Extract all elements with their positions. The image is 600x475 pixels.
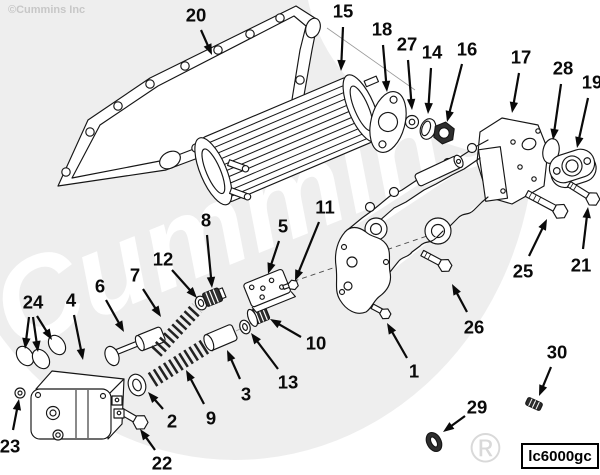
figure-code-text: lc6000gc xyxy=(528,447,592,465)
registered-mark-watermark: ® xyxy=(470,424,501,471)
callout-4: 4 xyxy=(66,290,85,360)
callout-label-17: 17 xyxy=(511,47,532,68)
callout-13: 13 xyxy=(251,333,298,393)
part-pin-30 xyxy=(525,397,543,411)
callout-label-5: 5 xyxy=(278,216,288,237)
part-plate-5 xyxy=(243,268,296,313)
callout-label-8: 8 xyxy=(201,210,211,231)
part-screw-11 xyxy=(282,279,299,291)
callout-label-2: 2 xyxy=(167,411,177,432)
callout-label-12: 12 xyxy=(153,249,174,270)
callout-label-14: 14 xyxy=(422,42,443,63)
callout-19: 19 xyxy=(575,72,600,148)
part-seal-2 xyxy=(127,373,147,397)
callout-9: 9 xyxy=(186,370,216,429)
callout-7: 7 xyxy=(130,265,161,317)
callout-label-13: 13 xyxy=(278,372,299,393)
callout-18: 18 xyxy=(372,19,393,92)
part-bolt-21 xyxy=(566,181,600,206)
callout-3: 3 xyxy=(227,350,251,405)
callout-label-22: 22 xyxy=(152,453,173,474)
callout-label-1: 1 xyxy=(409,361,419,382)
callout-25: 25 xyxy=(513,219,547,282)
part-plug-8 xyxy=(202,287,227,307)
callout-15: 15 xyxy=(333,1,354,71)
part-spring-9 xyxy=(147,337,214,387)
part-flange-19 xyxy=(548,148,597,189)
part-cover-4 xyxy=(30,370,125,441)
callout-27: 27 xyxy=(397,34,418,110)
callout-label-25: 25 xyxy=(513,261,534,282)
callout-29: 29 xyxy=(443,397,488,432)
core-mounting-studs xyxy=(227,159,252,201)
callout-label-18: 18 xyxy=(372,19,393,40)
callout-label-9: 9 xyxy=(206,408,216,429)
callout-1: 1 xyxy=(387,323,419,382)
callout-label-11: 11 xyxy=(315,197,335,218)
callout-label-19: 19 xyxy=(582,72,600,93)
callout-label-15: 15 xyxy=(333,1,354,22)
part-washer-13 xyxy=(239,319,251,335)
callout-11: 11 xyxy=(295,197,335,281)
callout-label-28: 28 xyxy=(553,58,574,79)
callout-label-7: 7 xyxy=(130,265,140,286)
part-washer-27 xyxy=(404,114,420,130)
callout-28: 28 xyxy=(550,58,574,140)
copyright-text: ©Cummins Inc xyxy=(8,4,86,16)
callout-5: 5 xyxy=(267,216,288,274)
callout-label-4: 4 xyxy=(66,290,77,311)
callout-2: 2 xyxy=(148,392,177,432)
callout-label-6: 6 xyxy=(95,276,105,297)
callout-10: 10 xyxy=(270,319,326,354)
figure-code-box: lc6000gc xyxy=(521,443,599,469)
callout-24: 24 xyxy=(22,292,52,352)
part-bolt-1 xyxy=(370,303,392,320)
part-oring-23 xyxy=(14,387,26,399)
part-piston-3 xyxy=(203,324,238,352)
callout-label-30: 30 xyxy=(547,342,568,363)
part-bolt-25 xyxy=(524,190,569,219)
callout-label-10: 10 xyxy=(306,333,327,354)
callout-8: 8 xyxy=(201,210,216,288)
callout-23: 23 xyxy=(0,399,22,457)
callout-label-24: 24 xyxy=(23,292,44,313)
callout-12: 12 xyxy=(153,249,197,298)
callout-label-26: 26 xyxy=(464,317,485,338)
part-orings-24 xyxy=(15,334,67,370)
callout-14: 14 xyxy=(422,42,443,114)
callout-label-16: 16 xyxy=(457,39,478,60)
callout-30: 30 xyxy=(539,342,568,396)
housing-tube-boss xyxy=(414,154,464,187)
callout-20: 20 xyxy=(186,5,212,55)
callout-26: 26 xyxy=(452,284,484,338)
callout-17: 17 xyxy=(509,47,532,113)
callout-label-20: 20 xyxy=(186,5,207,26)
part-housing-17 xyxy=(334,117,549,314)
callout-16: 16 xyxy=(445,39,478,122)
part-flange-gasket-18 xyxy=(369,91,407,153)
part-plunger-6 xyxy=(104,326,166,367)
housing-ear-bosses xyxy=(364,217,452,245)
part-oring-29 xyxy=(425,432,443,452)
part-hex-plug-16 xyxy=(433,121,455,145)
part-bolt-26 xyxy=(420,249,453,273)
callout-label-29: 29 xyxy=(467,397,488,418)
callout-22: 22 xyxy=(140,429,172,474)
part-spring-7 xyxy=(150,303,203,357)
callout-label-3: 3 xyxy=(241,384,251,405)
callout-label-21: 21 xyxy=(571,255,592,276)
callout-21: 21 xyxy=(571,207,592,276)
callout-label-23: 23 xyxy=(0,436,20,457)
callout-label-27: 27 xyxy=(397,34,418,55)
callout-6: 6 xyxy=(95,276,124,332)
